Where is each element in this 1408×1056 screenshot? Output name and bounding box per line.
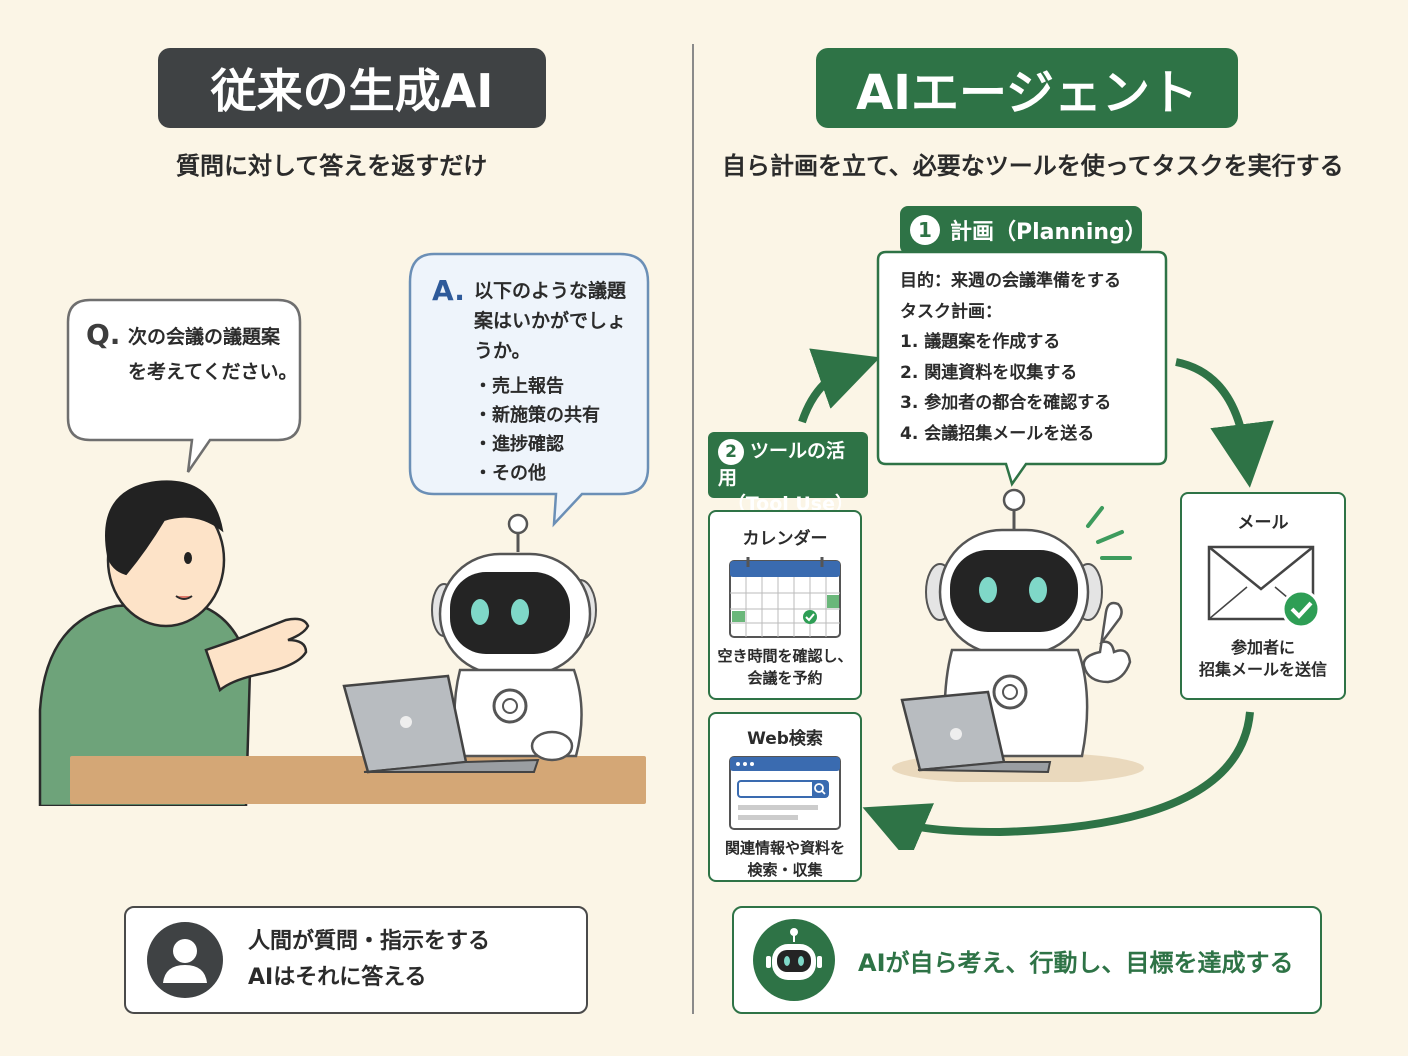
mail-title: メール: [1237, 513, 1289, 533]
planning-content: 目的：来週の会議準備をする タスク計画： 1. 議題案を作成する 2. 関連資料…: [900, 266, 1121, 449]
calendar-title: カレンダー: [742, 529, 828, 549]
calendar-desc: 空き時間を確認し、 会議を予約: [717, 647, 853, 687]
mail-card: メール 参加者に 招集メールを送信: [1180, 492, 1346, 700]
planning-line: 2. 関連資料を収集する: [900, 362, 1078, 383]
person-illustration: [38, 480, 310, 806]
planning-label-text: 計画（Planning）: [950, 220, 1147, 245]
calendar-card: カレンダー 空き時間を確認し、 会議を予約: [708, 510, 862, 700]
planning-line: 4. 会議招集メールを送る: [900, 423, 1095, 444]
left-summary-text: 人間が質問・指示をする AIはそれに答える: [248, 929, 491, 990]
planning-line: 3. 参加者の都合を確認する: [900, 393, 1112, 413]
browser-search-icon: [729, 756, 841, 830]
planning-number: 1: [910, 215, 940, 245]
planning-line: 目的：来週の会議準備をする: [900, 271, 1121, 291]
cycle-arrows: [798, 348, 1274, 850]
left-summary-box: 人間が質問・指示をする AIはそれに答える: [124, 906, 588, 1014]
question-mark: Q.: [86, 318, 121, 351]
web-search-title: Web検索: [747, 729, 823, 749]
user-icon: [147, 922, 223, 998]
answer-item: 進捗確認: [474, 430, 600, 459]
question-text: 次の会議の議題案を考えてください。: [128, 326, 298, 383]
planning-line: 1. 議題案を作成する: [900, 332, 1061, 352]
calendar-icon: [729, 557, 841, 638]
question-bubble: [66, 298, 302, 473]
center-divider: [692, 44, 694, 1014]
left-title: 従来の生成AI: [158, 48, 546, 128]
answer-item: 売上報告: [474, 372, 600, 401]
planning-line: タスク計画：: [900, 301, 1002, 322]
answer-mark: A.: [432, 274, 465, 307]
mail-desc: 参加者に 招集メールを送信: [1198, 638, 1327, 679]
right-title: AIエージェント: [816, 48, 1238, 128]
right-summary-box: AIが自ら考え、行動し、目標を達成する: [732, 906, 1322, 1014]
right-subtitle: 自ら計画を立て、必要なツールを使ってタスクを実行する: [722, 152, 1344, 180]
tool-use-number: 2: [718, 438, 744, 465]
answer-list: 売上報告 新施策の共有 進捗確認 その他: [474, 372, 600, 488]
robot-agent-right: [892, 488, 1144, 782]
right-summary-text: AIが自ら考え、行動し、目標を達成する: [858, 948, 1294, 977]
answer-item: 新施策の共有: [474, 401, 600, 430]
desk: [70, 756, 646, 804]
robot-with-laptop-left: [342, 513, 597, 774]
answer-item: その他: [474, 459, 600, 488]
web-search-desc: 関連情報や資料を 検索・収集: [724, 839, 845, 879]
left-subtitle: 質問に対して答えを返すだけ: [176, 152, 488, 180]
web-search-card: Web検索 関連情報や資料を 検索・収集: [708, 712, 862, 882]
planning-label: 1 計画（Planning）: [900, 206, 1147, 254]
mail-envelope-icon: [1207, 545, 1321, 629]
planning-box-shape: [876, 250, 1168, 487]
robot-badge-icon: [753, 919, 835, 1001]
answer-text: 以下のような議題案はいかがでしょうか。: [474, 280, 627, 362]
